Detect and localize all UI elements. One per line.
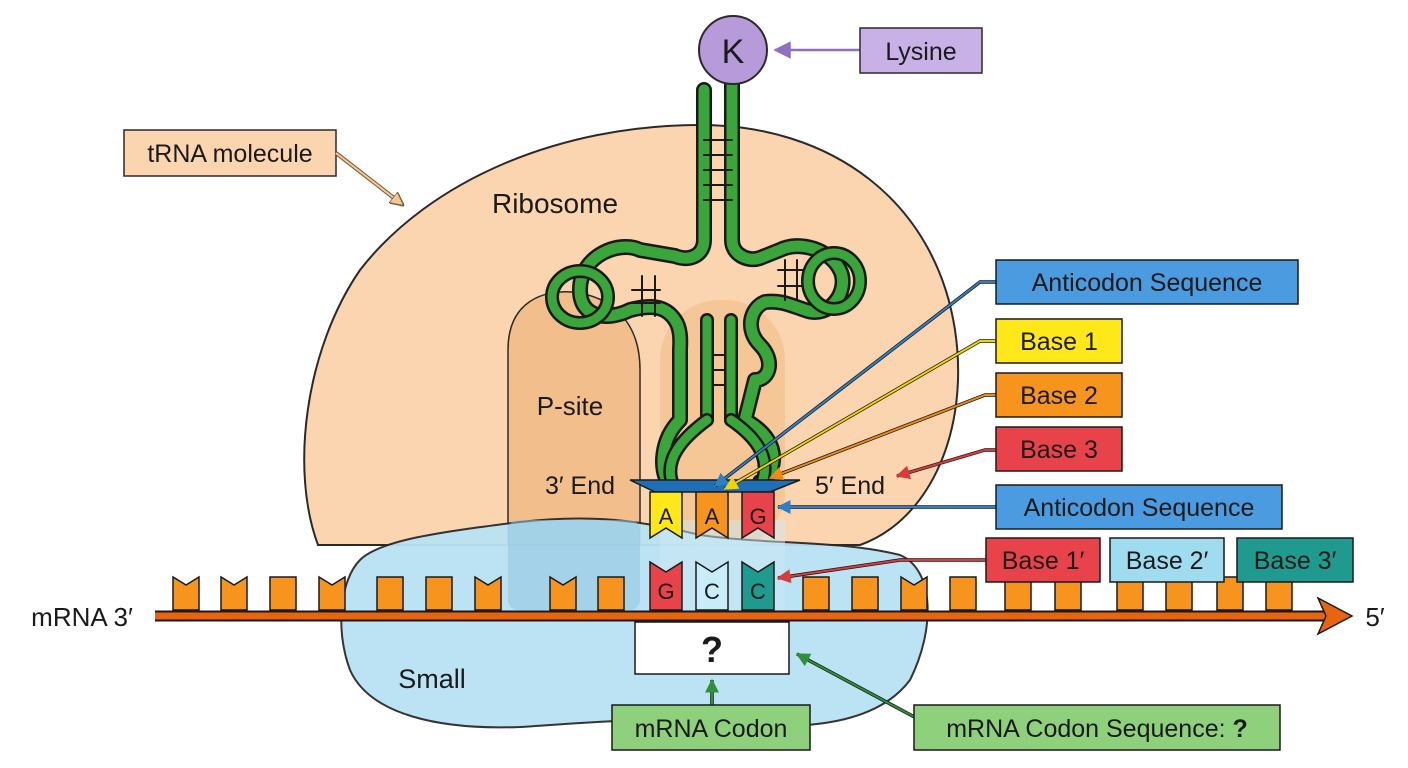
base1-label: Base 1 (1020, 328, 1098, 356)
codon-sequence-box (913, 704, 1281, 751)
mrna-nucleotide (172, 575, 200, 611)
codon-bases: G C C (649, 560, 775, 611)
codon-base-3-letter: C (750, 579, 766, 604)
codon-sequence-arrow-fill (795, 653, 921, 721)
base1-prime-label: Base 1′ (1002, 547, 1085, 575)
codon-sequence-label: mRNA Codon Sequence: ? (946, 715, 1248, 743)
codon-base-1 (649, 560, 683, 611)
lysine-amino-acid (698, 15, 768, 85)
small-subunit-label: Small (398, 664, 466, 694)
mrna-nucleotide (474, 575, 502, 611)
base1-prime-arrow-fill (776, 559, 987, 584)
codon-base-2-letter: C (704, 579, 720, 604)
ribosome-label: Ribosome (492, 188, 618, 219)
trna-label-box (123, 129, 337, 177)
base1-arrow-fill (723, 340, 997, 490)
anticodon-base-2-letter: A (705, 504, 720, 529)
mrna-left-label: mRNA 3′ (31, 602, 133, 632)
trna-molecule (545, 74, 867, 490)
amino-acid-letter: K (722, 33, 745, 71)
base2-arrow-fill (768, 394, 997, 480)
base3-label: Base 3 (1020, 436, 1098, 464)
anticodon-base-3 (741, 491, 775, 540)
mrna-codon-label: mRNA Codon (635, 715, 788, 743)
base2-box (995, 372, 1123, 418)
base2-label: Base 2 (1020, 382, 1098, 410)
mrna-nucleotide (900, 575, 928, 611)
trna-label-arrow-fill (335, 152, 403, 205)
anticodon-seq-top-box (995, 259, 1299, 305)
mrna-nucleotide (802, 576, 830, 611)
base2-prime-box (1109, 537, 1225, 583)
anticodon-top-arrow-fill (713, 281, 997, 487)
p-site-label: P-site (537, 391, 603, 421)
mrna-nucleotide (220, 575, 248, 611)
base1-prime-box (985, 537, 1101, 583)
mrna-nucleotide (949, 576, 977, 611)
mrna-nucleotide (376, 576, 404, 611)
codon-question-mark: ? (701, 629, 723, 670)
mrna-nucleotide (549, 575, 577, 611)
anticodon-base-1-letter: A (659, 504, 674, 529)
mrna-nucleotide (425, 576, 453, 611)
anticodon-seq-top-label: Anticodon Sequence (1032, 269, 1263, 297)
anticodon-base-3-letter: G (749, 504, 766, 529)
codon-base-3 (741, 560, 775, 611)
mrna-nucleotide (597, 576, 625, 611)
three-prime-end-label: 3′ End (545, 472, 615, 500)
mrna-nucleotide (318, 575, 346, 611)
anticodon-base-2 (695, 491, 729, 540)
base3-prime-label: Base 3′ (1254, 547, 1337, 575)
anticodon-base-1 (649, 491, 683, 540)
trna-label: tRNA molecule (147, 140, 312, 168)
mrna-nucleotide (269, 576, 297, 611)
base1-box (995, 318, 1123, 364)
codon-base-1-letter: G (657, 579, 674, 604)
base3-arrow-fill (895, 449, 997, 480)
five-prime-end-label: 5′ End (815, 472, 885, 500)
mrna-codon-box (611, 704, 811, 751)
lysine-label: Lysine (885, 38, 956, 66)
lysine-label-box (859, 27, 983, 74)
anticodon-seq-mid-box (995, 484, 1283, 530)
codon-base-2 (695, 560, 729, 611)
base2-prime-label: Base 2′ (1126, 547, 1209, 575)
anticodon-seq-mid-label: Anticodon Sequence (1024, 494, 1255, 522)
mrna-nucleotide (851, 576, 879, 611)
codon-sequence-question: ? (1233, 715, 1248, 743)
mrna-right-label: 5′ (1365, 602, 1384, 632)
codon-sequence-text: mRNA Codon Sequence: (946, 715, 1232, 743)
mrna-arrowhead (1316, 596, 1354, 636)
codon-question-box (634, 621, 790, 675)
anticodon-bases: A A G (649, 491, 775, 540)
base3-box (995, 426, 1123, 472)
base3-prime-box (1236, 537, 1354, 583)
